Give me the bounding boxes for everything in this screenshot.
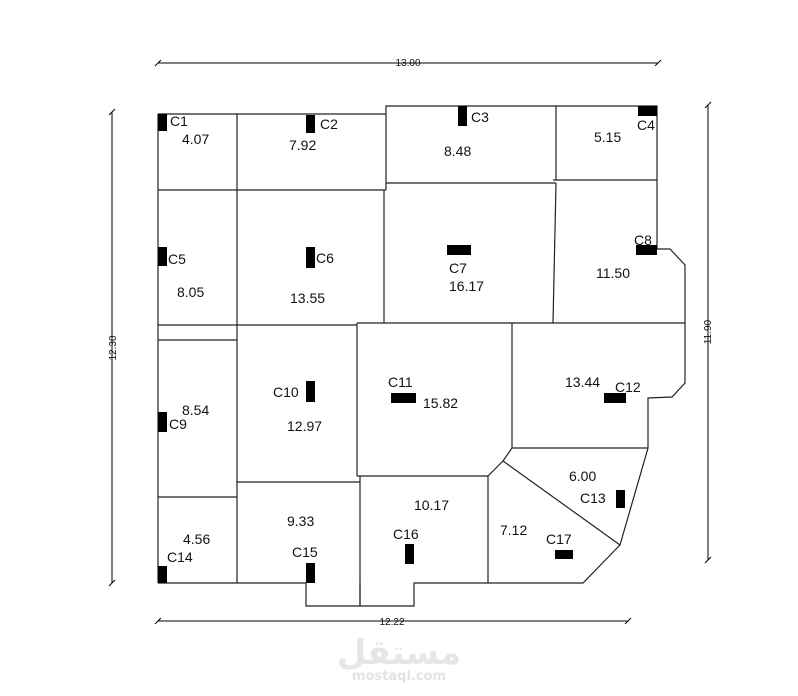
column-c12 bbox=[604, 393, 626, 403]
area-label: 13.44 bbox=[565, 374, 600, 390]
column-label-c5: C5 bbox=[168, 251, 186, 267]
column-c5 bbox=[158, 247, 167, 266]
column-c8 bbox=[636, 245, 657, 255]
area-label: 7.92 bbox=[289, 137, 316, 153]
dimension-left-label: 12.30 bbox=[108, 335, 119, 360]
area-label: 10.17 bbox=[414, 497, 449, 513]
column-c16 bbox=[405, 544, 414, 564]
area-label: 13.55 bbox=[290, 290, 325, 306]
watermark-brand-arabic: مستقل bbox=[337, 633, 461, 673]
columns bbox=[158, 106, 657, 583]
dimension-left: 12.30 bbox=[108, 108, 119, 587]
area-label: 15.82 bbox=[423, 395, 458, 411]
column-label-c8: C8 bbox=[634, 232, 652, 248]
area-label: 4.56 bbox=[183, 531, 210, 547]
column-c13 bbox=[616, 490, 625, 508]
area-label: 6.00 bbox=[569, 468, 596, 484]
dimension-right-label: 11.90 bbox=[703, 319, 714, 344]
column-label-c6: C6 bbox=[316, 250, 334, 266]
column-labels: C1 C2 C3 C4 C5 C6 C7 C8 C9 C10 C11 C12 C… bbox=[167, 109, 655, 565]
area-label: 8.05 bbox=[177, 284, 204, 300]
dimension-right: 11.90 bbox=[703, 101, 714, 564]
column-label-c13: C13 bbox=[580, 490, 606, 506]
column-label-c17: C17 bbox=[546, 531, 572, 547]
column-label-c15: C15 bbox=[292, 544, 318, 560]
area-label: 11.50 bbox=[596, 265, 630, 281]
area-label: 8.48 bbox=[444, 143, 471, 159]
slab-outline bbox=[157, 105, 686, 607]
column-label-c10: C10 bbox=[273, 384, 299, 400]
area-label: 4.07 bbox=[182, 131, 209, 147]
column-c7 bbox=[447, 245, 471, 255]
dimension-bottom: 12.22 bbox=[154, 617, 632, 628]
dimension-bottom-label: 12.22 bbox=[379, 617, 404, 628]
column-c10 bbox=[306, 381, 315, 402]
column-label-c11: C11 bbox=[388, 374, 413, 390]
area-label: 9.33 bbox=[287, 513, 314, 529]
column-c11 bbox=[391, 393, 416, 403]
watermark-brand-latin: mostaql.com bbox=[352, 669, 446, 684]
area-label: 12.97 bbox=[287, 418, 322, 434]
column-c17 bbox=[555, 550, 573, 559]
column-c6 bbox=[306, 247, 315, 268]
column-label-c1: C1 bbox=[170, 113, 188, 129]
column-label-c16: C16 bbox=[393, 526, 419, 542]
column-label-c9: C9 bbox=[169, 416, 187, 432]
column-c3 bbox=[458, 106, 467, 126]
column-label-c12: C12 bbox=[615, 379, 641, 395]
watermark-logo: مستقل mostaql.com bbox=[337, 633, 461, 684]
column-label-c4: C4 bbox=[637, 117, 655, 133]
column-c9 bbox=[158, 412, 167, 432]
column-c2 bbox=[306, 115, 315, 133]
column-label-c7: C7 bbox=[449, 260, 467, 276]
column-label-c2: C2 bbox=[320, 116, 338, 132]
column-label-c14: C14 bbox=[167, 549, 193, 565]
dimension-top-label: 13.00 bbox=[395, 58, 420, 69]
column-c15 bbox=[306, 563, 315, 583]
area-label: 8.54 bbox=[182, 402, 209, 418]
column-c4 bbox=[638, 106, 657, 116]
panel-areas: 4.07 7.92 8.48 5.15 8.05 13.55 16.17 11.… bbox=[177, 129, 630, 547]
area-label: 16.17 bbox=[449, 278, 484, 294]
column-c14 bbox=[158, 566, 167, 583]
column-label-c3: C3 bbox=[471, 109, 489, 125]
area-label: 7.12 bbox=[500, 522, 527, 538]
area-label: 5.15 bbox=[594, 129, 621, 145]
column-c1 bbox=[158, 114, 167, 131]
dimension-top: 13.00 bbox=[154, 58, 662, 69]
